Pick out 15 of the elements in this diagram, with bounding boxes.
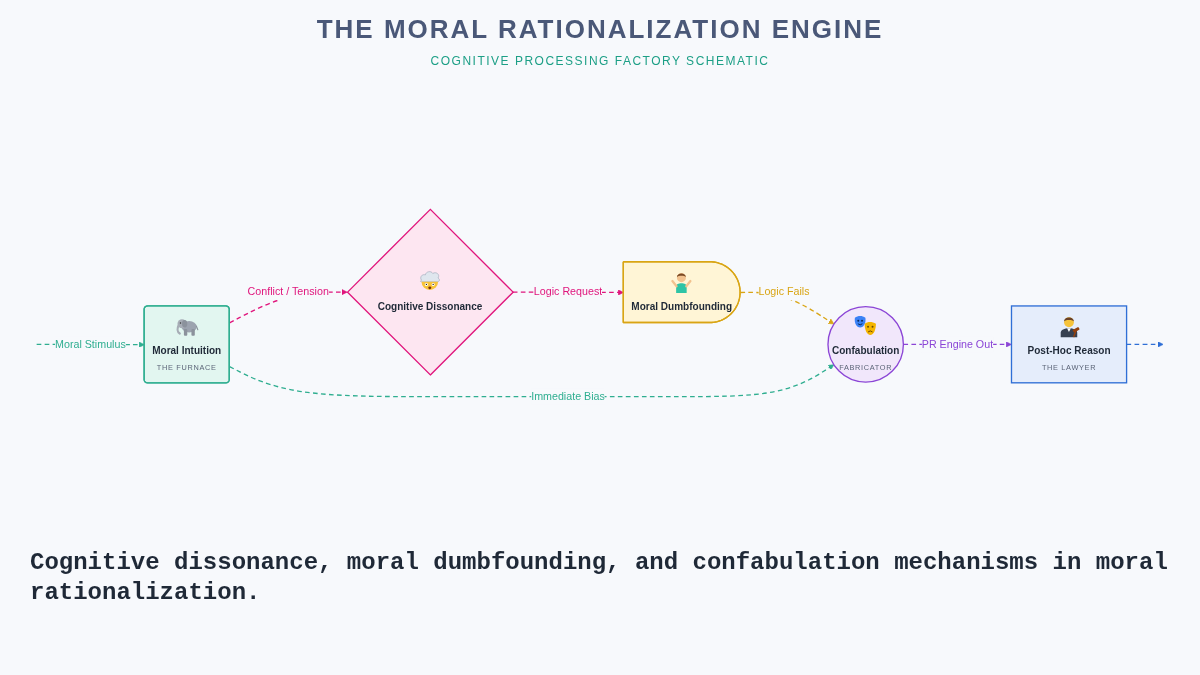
node-title: Post-Hoc Reason [1027,344,1111,357]
title: THE MORAL RATIONALIZATION ENGINE [316,14,884,45]
decision-diamond [346,208,515,376]
node-title: Confabulation [832,344,900,357]
edge-label: Logic Fails [758,284,810,301]
edge-label: Conflict / Tension [247,284,329,301]
node-title: Cognitive Dissonance [377,300,483,312]
node-title: Moral Intuition [152,344,222,357]
process-circle [827,306,905,383]
rounded-box [143,305,230,384]
node-title: Moral Dumbfounding [631,300,733,312]
d-shaped-node [622,261,741,324]
subtitle: COGNITIVE PROCESSING FACTORY SCHEMATIC [430,54,770,68]
caption: Cognitive dissonance, moral dumbfounding, and confabulation mechanisms in moral rationalization. [30,548,1169,608]
process-box [1010,305,1128,384]
